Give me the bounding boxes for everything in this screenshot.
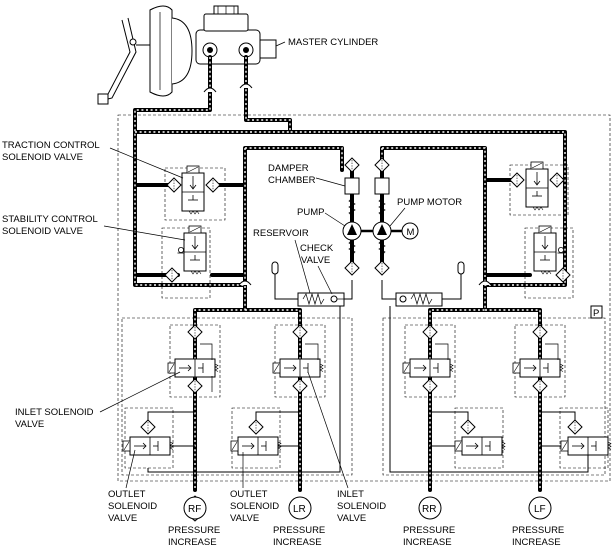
outlet-valve-lr	[230, 407, 300, 469]
inlet-valve-lr	[272, 324, 326, 398]
label-reservoir: RESERVOIR	[253, 228, 309, 239]
port-rr: RR	[418, 496, 442, 520]
label-pump: PUMP	[297, 207, 324, 218]
inlet-valve-lf	[512, 324, 566, 398]
pressure-increase-lf-1: PRESSURE	[512, 525, 564, 536]
label-outlet-2-1: OUTLET	[230, 489, 268, 500]
inlet-valve-rr	[402, 324, 456, 398]
label-damper-2: CHAMBER	[268, 175, 316, 186]
port-rf: RF	[183, 495, 207, 522]
p-marker: P	[593, 308, 599, 319]
label-outlet-2-3: VALVE	[230, 513, 259, 524]
label-outlet-1-2: SOLENOID	[108, 501, 157, 512]
label-inlet-center-2: SOLENOID	[337, 501, 386, 512]
pump-assembly: M	[342, 157, 419, 276]
outlet-valve-lf	[540, 407, 612, 469]
label-inlet-center-1: INLET	[337, 489, 364, 500]
reservoir-line-left	[274, 274, 298, 300]
motor-symbol: M	[407, 227, 415, 238]
return-line-right	[389, 306, 589, 473]
stability-control-valve-left	[161, 225, 211, 299]
outlet-valve-rf	[122, 407, 195, 469]
hcu-outline	[117, 114, 611, 482]
label-pump-motor: PUMP MOTOR	[397, 197, 462, 208]
label-master-cylinder: MASTER CYLINDER	[288, 37, 378, 48]
label-traction-control-2: SOLENOID VALVE	[2, 152, 83, 163]
port-label-rr: RR	[422, 504, 436, 515]
master-cylinder	[195, 5, 277, 65]
label-outlet-1-1: OUTLET	[108, 489, 146, 500]
outlet-valve-rr	[430, 407, 506, 469]
port-label-lf: LF	[534, 504, 546, 515]
label-damper-1: DAMPER	[268, 163, 309, 174]
reservoir-right	[457, 261, 465, 275]
left-circuit-group	[121, 317, 353, 476]
label-check-valve-1: CHECK	[300, 243, 334, 254]
port-label-rf: RF	[188, 504, 201, 515]
check-valve-right	[381, 280, 443, 307]
reservoir-left	[271, 261, 279, 275]
pressure-increase-lf-2: INCREASE	[512, 537, 561, 548]
right-circuit-group	[382, 317, 606, 476]
port-label-lr: LR	[293, 504, 306, 515]
pressure-increase-lr-2: INCREASE	[273, 537, 322, 548]
return-line-left	[147, 306, 341, 473]
pressure-increase-rf-2: INCREASE	[168, 537, 217, 548]
pressure-increase-rf-1: PRESSURE	[168, 525, 220, 536]
label-check-valve-2: VALVE	[301, 255, 330, 266]
pressure-increase-lr-1: PRESSURE	[273, 525, 325, 536]
traction-control-valve-left	[164, 165, 226, 221]
brake-pedal	[97, 17, 156, 105]
p-marker-box	[590, 305, 603, 319]
line-hops	[203, 83, 492, 286]
port-lf: LF	[528, 496, 552, 520]
label-inlet-left-2: VALVE	[15, 419, 44, 430]
label-outlet-2-2: SOLENOID	[230, 501, 279, 512]
pressure-increase-rr-2: INCREASE	[403, 537, 452, 548]
traction-control-valve-right	[509, 161, 569, 216]
port-lr: LR	[288, 496, 312, 520]
check-valve-left	[297, 280, 353, 307]
label-inlet-left-1: INLET SOLENOID	[15, 407, 94, 418]
label-stability-control-1: STABILITY CONTROL	[2, 214, 98, 225]
pressure-increase-rr-1: PRESSURE	[403, 525, 455, 536]
label-stability-control-2: SOLENOID VALVE	[2, 226, 83, 237]
label-traction-control-1: TRACTION CONTROL	[2, 140, 100, 151]
reservoir-line-right	[442, 274, 462, 300]
label-inlet-center-3: VALVE	[337, 513, 366, 524]
label-outlet-1-3: VALVE	[108, 513, 137, 524]
stability-control-valve-right	[524, 225, 574, 299]
brake-booster	[149, 5, 193, 97]
inlet-valve-rf	[167, 324, 221, 398]
